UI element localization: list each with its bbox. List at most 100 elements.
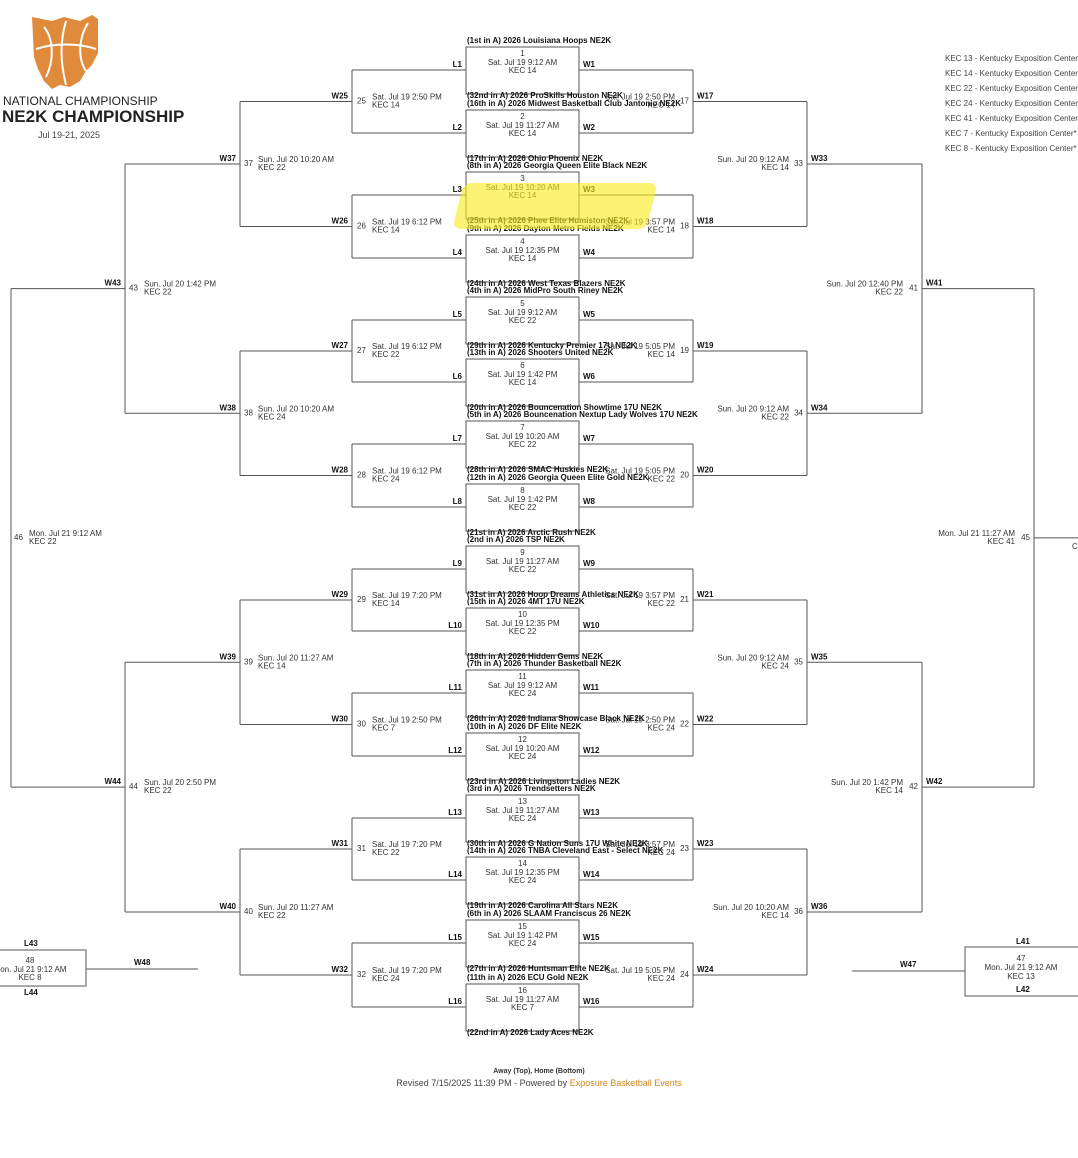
winner-label: W44	[105, 777, 122, 786]
game-number: 10	[518, 610, 527, 619]
game-court: KEC 24	[509, 689, 537, 698]
cons3-number: 44	[129, 782, 138, 791]
cons1-game-time: Sat. Jul 19 2:50 PM	[372, 716, 442, 725]
champ3-number: 33	[794, 159, 803, 168]
cons1-game-number: 29	[357, 595, 366, 604]
home-team: L42	[1016, 985, 1030, 994]
champ4-number: 41	[909, 284, 918, 293]
home-team: (22nd in A) 2026 Lady Aces NE2K	[467, 1028, 594, 1037]
game-time: Sat. Jul 19 1:42 PM	[488, 370, 558, 379]
champ2-number: 18	[680, 222, 689, 231]
winner-label: W27	[332, 341, 349, 350]
game-box	[465, 483, 580, 532]
game-box	[465, 46, 580, 95]
cons1-game-court: KEC 14	[372, 599, 400, 608]
loser-label: L9	[453, 559, 463, 568]
game-box	[465, 296, 580, 345]
champ2-court: KEC 22	[647, 475, 675, 484]
winner-label: W21	[697, 590, 714, 599]
game-time: Sat. Jul 19 9:12 AM	[488, 681, 558, 690]
cons2-time: Sun. Jul 20 11:27 AM	[258, 653, 334, 662]
game-box	[465, 732, 580, 781]
game-number: 16	[518, 986, 527, 995]
cons2-court: KEC 24	[258, 412, 286, 421]
loser-label: L5	[453, 310, 463, 319]
game-box	[465, 919, 580, 968]
champ3-court: KEC 24	[761, 661, 789, 670]
away-team: (2nd in A) 2026 TSP NE2K	[467, 535, 565, 544]
game-time: Sat. Jul 19 10:20 AM	[486, 744, 560, 753]
game-court: KEC 8	[18, 973, 42, 982]
cons1-game-number: 31	[357, 844, 366, 853]
game-number: 2	[520, 112, 525, 121]
exposure-link[interactable]: Exposure Basketball Events	[569, 1078, 682, 1088]
winner-label: W24	[697, 965, 714, 974]
winner-label: W38	[220, 403, 237, 412]
away-team: (11th in A) 2026 ECU Gold NE2K	[467, 973, 589, 982]
legend-item: KEC 13 - Kentucky Exposition Center	[945, 54, 1078, 63]
winner-label: W2	[583, 123, 596, 132]
winner-label: W39	[220, 652, 237, 661]
home-team: (26th in A) 2026 Indiana Showcase Black …	[467, 714, 645, 723]
game-time: Sat. Jul 19 11:27 AM	[486, 557, 560, 566]
home-team: (18th in A) 2026 Hidden Gems NE2K	[467, 652, 603, 661]
game-time: Sat. Jul 19 11:27 AM	[486, 806, 560, 815]
winner-label: W17	[697, 92, 714, 101]
cons1-game-court: KEC 24	[372, 475, 400, 484]
champ4-court: KEC 14	[875, 786, 903, 795]
cons2-time: Sun. Jul 20 10:20 AM	[258, 404, 334, 413]
winner-label: W33	[811, 154, 828, 163]
game-box	[465, 983, 580, 1032]
ohio-state-basketball-logo	[32, 15, 98, 89]
cons1-game-time: Sat. Jul 19 7:20 PM	[372, 591, 442, 600]
winner-label: W30	[332, 715, 349, 724]
cons2-court: KEC 22	[258, 163, 286, 172]
champ4-number: 42	[909, 782, 918, 791]
game-number: 8	[520, 486, 525, 495]
game-court: KEC 7	[511, 1003, 535, 1012]
champ2-court: KEC 24	[647, 724, 675, 733]
champ3-court: KEC 14	[761, 911, 789, 920]
game-court: KEC 22	[509, 440, 537, 449]
loser-label: L11	[449, 683, 463, 692]
game-court: KEC 14	[509, 254, 537, 263]
champ3-number: 34	[794, 408, 803, 417]
loser-label: L14	[448, 870, 462, 879]
cons1-game-number: 32	[357, 970, 366, 979]
winner-label: W6	[583, 372, 596, 381]
champ2-number: 19	[680, 346, 689, 355]
game-court: KEC 13	[1007, 972, 1035, 981]
game-number: 48	[26, 956, 35, 965]
winner-label: W18	[697, 217, 714, 226]
game-box	[964, 946, 1078, 997]
winner-label: W12	[583, 746, 600, 755]
champ2-time: Sat. Jul 19 2:50 PM	[605, 93, 675, 102]
winner-label: W23	[697, 839, 714, 848]
game-number: 47	[1017, 954, 1026, 963]
revised-note: Revised 7/15/2025 11:39 PM - Powered by …	[0, 1078, 1078, 1088]
game-box	[465, 794, 580, 843]
loser-label: L12	[448, 746, 462, 755]
cons1-game-time: Sat. Jul 19 6:12 PM	[372, 467, 442, 476]
champ3-court: KEC 14	[761, 163, 789, 172]
game-court: KEC 22	[509, 316, 537, 325]
winner-label: W29	[332, 590, 349, 599]
loser-label: L3	[453, 185, 463, 194]
away-team: (4th in A) 2026 MidPro South Riney NE2K	[467, 286, 623, 295]
game-number: 1	[520, 49, 525, 58]
cons1-game-time: Sat. Jul 19 7:20 PM	[372, 840, 442, 849]
home-team: (17th in A) 2026 Ohio Phoenix NE2K	[467, 154, 603, 163]
cons1-game-time: Sat. Jul 19 6:12 PM	[372, 218, 442, 227]
winner-label: W41	[926, 279, 943, 288]
champ2-court: KEC 14	[647, 101, 675, 110]
champ2-number: 23	[680, 844, 689, 853]
cons2-number: 37	[244, 159, 253, 168]
cons-final-time: Mon. Jul 21 9:12 AM	[29, 529, 102, 538]
champ3-court: KEC 22	[761, 412, 789, 421]
winner-label: W35	[811, 652, 828, 661]
game-court: KEC 24	[509, 939, 537, 948]
event-dates: Jul 19-21, 2025	[38, 130, 101, 140]
winner-label: W34	[811, 403, 828, 412]
away-team: (7th in A) 2026 Thunder Basketball NE2K	[467, 659, 622, 668]
game-court: KEC 22	[509, 627, 537, 636]
